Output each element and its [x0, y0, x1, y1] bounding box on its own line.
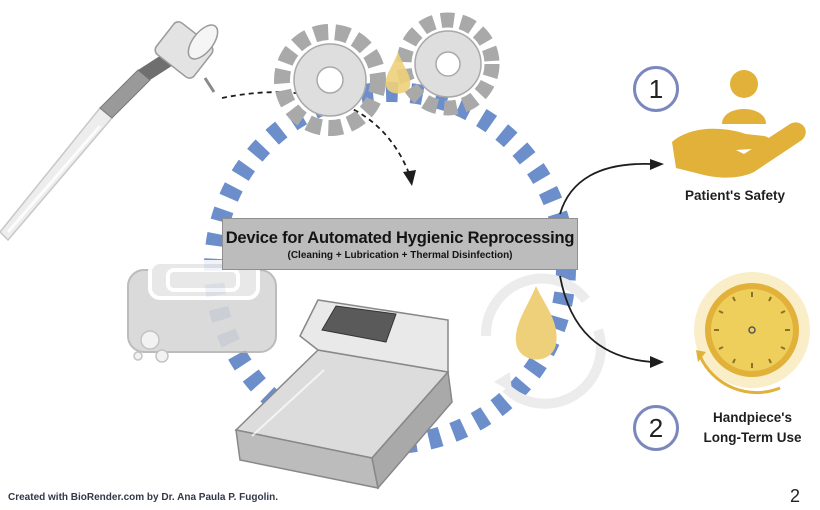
biorender-credit: Created with BioRender.com by Dr. Ana Pa… [8, 492, 279, 503]
device-title-box: Device for Automated Hygienic Reprocessi… [222, 218, 578, 270]
outcome-number-1: 1 [633, 66, 679, 112]
device-title: Device for Automated Hygienic Reprocessi… [225, 229, 575, 247]
oil-drop-icon [385, 52, 411, 94]
page-number: 2 [790, 486, 801, 506]
clock-icon [694, 272, 810, 395]
outcome-label-line-2: Long-Term Use [703, 430, 802, 445]
outcome-label-patient-safety: Patient's Safety [685, 188, 785, 203]
gears-icon [274, 12, 500, 136]
handpiece-to-device-arrow [221, 91, 416, 186]
ultrasonic-bath-icon [127, 260, 277, 363]
outcome-label-line-1: Handpiece's [713, 410, 792, 425]
outcome-label-handpiece-use: Handpiece's Long-Term Use [690, 408, 815, 448]
cycle-arrows-icon [480, 273, 606, 409]
outcome-number-2: 2 [633, 405, 679, 451]
dental-handpiece-icon [0, 21, 219, 242]
outcome-arrows [559, 159, 664, 368]
hand-with-person-icon [672, 70, 806, 178]
device-subtitle: (Cleaning + Lubrication + Thermal Disinf… [287, 250, 513, 261]
reprocessing-device-icon [234, 299, 453, 490]
